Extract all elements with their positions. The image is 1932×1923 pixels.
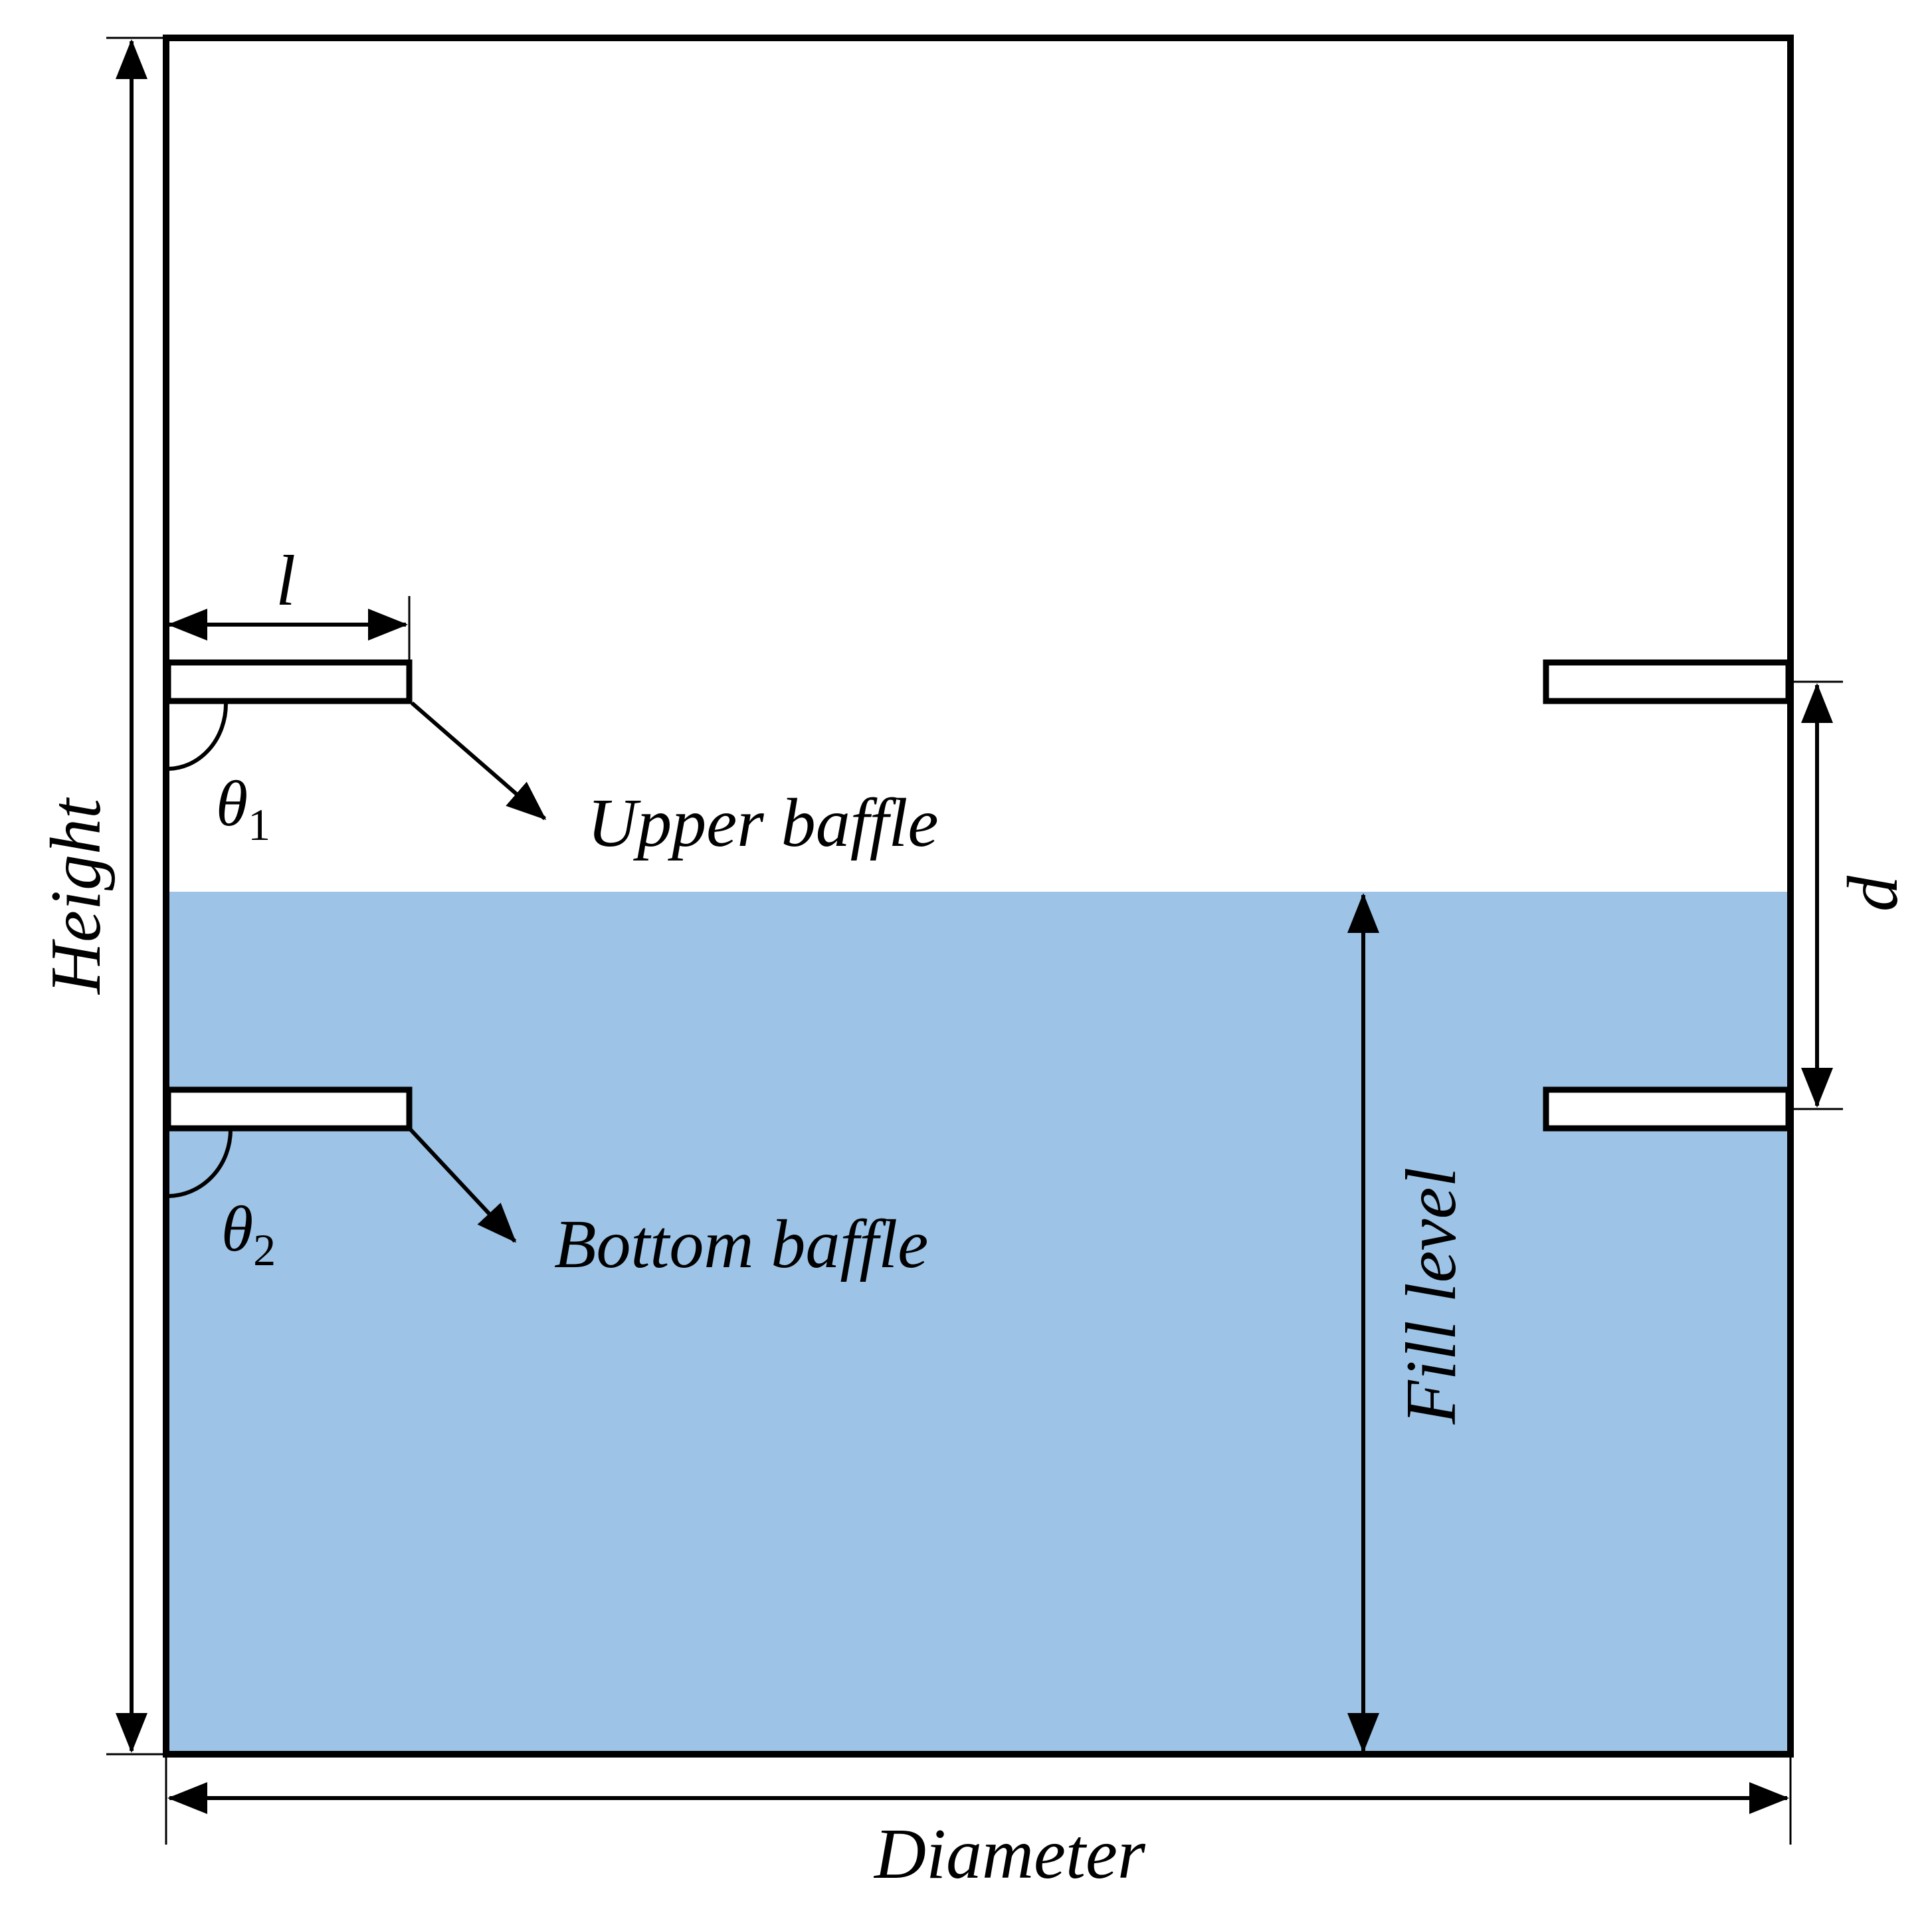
baffle-spacing-label: d — [1834, 875, 1913, 912]
bottom-baffle-right — [1543, 1086, 1792, 1132]
upper-baffle-left — [165, 659, 413, 704]
bottom-angle-label: θ2 — [221, 1193, 276, 1275]
bottom-angle-theta: θ — [221, 1193, 253, 1265]
bottom-angle-arc — [167, 1129, 233, 1198]
upper-angle-subscript: 1 — [248, 799, 270, 850]
baffle-length-label: l — [276, 542, 296, 621]
tank-wall — [163, 35, 1794, 1758]
bottom-angle-subscript: 2 — [253, 1225, 276, 1275]
bottom-baffle-left — [165, 1086, 413, 1132]
upper-baffle-label: Upper baffle — [587, 785, 939, 861]
upper-angle-label: θ1 — [216, 768, 270, 850]
upper-baffle-pointer — [411, 701, 547, 821]
height-label: Height — [37, 797, 116, 995]
liquid-fill — [166, 892, 1790, 1754]
fill-level-label: Fill level — [1392, 1167, 1471, 1425]
bottom-baffle-pointer — [409, 1128, 517, 1243]
bottom-baffle-label: Bottom baffle — [554, 1206, 928, 1282]
upper-angle-theta: θ — [216, 768, 248, 840]
upper-baffle-right — [1543, 659, 1792, 704]
upper-angle-arc — [167, 703, 228, 771]
diameter-label: Diameter — [873, 1815, 1146, 1894]
